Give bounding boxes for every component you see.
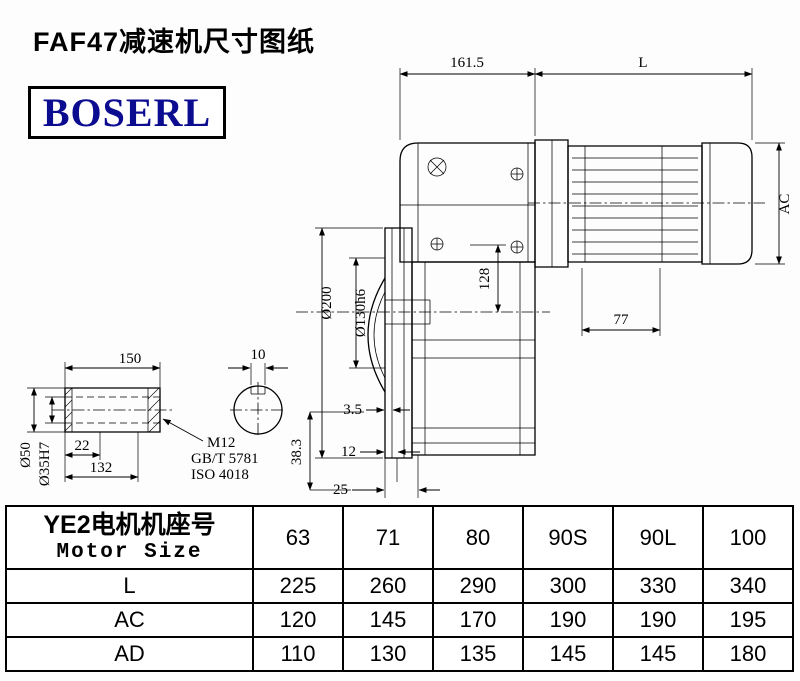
cell-AC-100: 195: [702, 602, 794, 638]
header-en: Motor Size: [56, 540, 203, 564]
dimension-lines: [31, 71, 782, 493]
dim-shaft-od: Ø50: [18, 442, 34, 468]
centerlines: [52, 202, 765, 438]
dim-spigot: Ø130h6: [353, 288, 369, 337]
dim-132: 132: [90, 460, 113, 476]
extension-lines: [27, 68, 785, 498]
cell-L-71: 260: [342, 568, 434, 604]
gearbox-motor-outlines: [64, 139, 753, 459]
motor-size-table: YE2电机机座号 Motor Size 63 71 80 90S 90L 100…: [5, 505, 794, 672]
note-iso-standard: ISO 4018: [191, 467, 249, 483]
motor-size-header-cell: YE2电机机座号 Motor Size: [5, 505, 254, 570]
dim-77: 77: [614, 312, 630, 328]
dim-12: 12: [341, 444, 356, 460]
cell-AC-90l: 190: [612, 602, 704, 638]
detail-lines: [71, 140, 711, 458]
cell-AD-100: 180: [702, 636, 794, 672]
size-col-63: 63: [252, 505, 344, 570]
size-col-90s: 90S: [522, 505, 614, 570]
dim-10: 10: [251, 347, 266, 363]
dimension-labels: 161.5 L AC Ø200 Ø130h6 128 77 3.5 12 25 …: [18, 55, 793, 498]
row-label-AC: AC: [5, 602, 254, 638]
size-col-100: 100: [702, 505, 794, 570]
dim-150: 150: [119, 351, 142, 367]
dim-3-5: 3.5: [343, 402, 362, 418]
size-col-80: 80: [432, 505, 524, 570]
hidden-bore-lines: [65, 396, 160, 424]
dim-L: L: [638, 55, 647, 71]
page-title: FAF47减速机尺寸图纸: [33, 27, 316, 57]
cell-AD-90s: 145: [522, 636, 614, 672]
bolt-hole-symbols: [427, 157, 524, 254]
gearbox-dimension-drawing: 161.5 L AC Ø200 Ø130h6 128 77 3.5 12 25 …: [18, 55, 793, 498]
brand-logo: BOSERL: [28, 86, 226, 139]
table-row-L: L 225 260 290 300 330 340: [5, 568, 794, 604]
row-label-AD: AD: [5, 636, 254, 672]
dim-38-3: 38.3: [289, 439, 305, 465]
dim-AC: AC: [777, 194, 793, 215]
cell-AC-80: 170: [432, 602, 524, 638]
header-cn: YE2电机机座号: [43, 510, 216, 539]
cell-L-80: 290: [432, 568, 524, 604]
cell-AD-63: 110: [252, 636, 344, 672]
cell-AD-71: 130: [342, 636, 434, 672]
table-row-AC: AC 120 145 170 190 190 195: [5, 602, 794, 638]
row-label-L: L: [5, 568, 254, 604]
dim-bore: Ø35H7: [37, 441, 53, 486]
note-thread: M12: [207, 435, 235, 451]
cell-L-63: 225: [252, 568, 344, 604]
cell-AD-90l: 145: [612, 636, 704, 672]
cell-AC-63: 120: [252, 602, 344, 638]
cell-L-90l: 330: [612, 568, 704, 604]
dim-flange-od: Ø200: [319, 286, 335, 319]
cell-L-90s: 300: [522, 568, 614, 604]
cell-AC-71: 145: [342, 602, 434, 638]
size-col-90l: 90L: [612, 505, 704, 570]
table-row-AD: AD 110 130 135 145 145 180: [5, 636, 794, 672]
note-gbt-standard: GB/T 5781: [191, 451, 259, 467]
cell-AD-80: 135: [432, 636, 524, 672]
table-header-row: YE2电机机座号 Motor Size 63 71 80 90S 90L 100: [5, 505, 794, 570]
dim-161-5: 161.5: [450, 55, 484, 71]
size-col-71: 71: [342, 505, 434, 570]
dim-128: 128: [477, 268, 493, 291]
cell-AC-90s: 190: [522, 602, 614, 638]
dim-22: 22: [75, 438, 90, 454]
dim-25: 25: [333, 482, 348, 498]
section-hatching: [64, 387, 161, 433]
cell-L-100: 340: [702, 568, 794, 604]
